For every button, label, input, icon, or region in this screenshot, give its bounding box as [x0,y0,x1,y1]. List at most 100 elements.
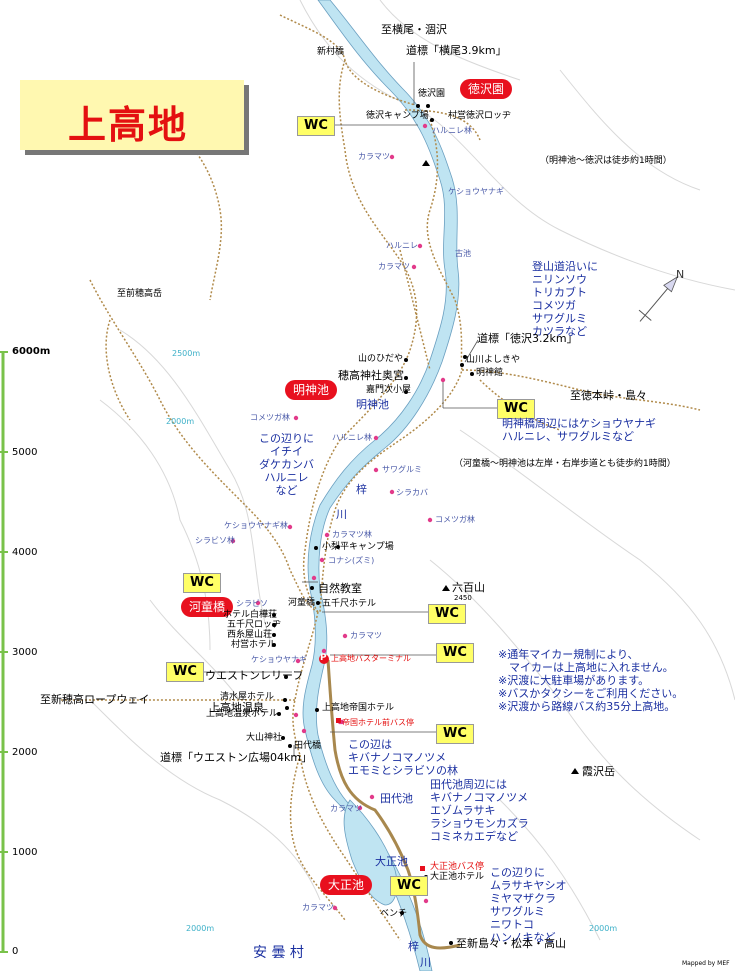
wc-badge: WC [166,662,204,682]
label-kappabashi: 河童橋 [288,598,316,608]
contour-label: 2000m [186,924,215,933]
pill-taisho: 大正池 [320,875,373,895]
label-tashiro-ike: 田代池 [380,792,413,805]
contour-label: 2000m [589,924,618,933]
label-weston-relief: ウエストンレリーフ [205,669,304,682]
label-kometsuga-rin: コメツガ林 [250,413,290,422]
label-yamanohidaya: 山のひだや [358,354,404,364]
wc-badge: WC [436,643,474,663]
label-karamatsu: カラマツ [378,262,410,271]
bus-stop-icons [336,718,425,871]
mapped-by-credit: Mapped by MEF [682,960,730,967]
label-shimizuya-hotel: 清水屋ホテル [220,692,275,702]
label-murakami-lodge: 村営徳沢ロッヂ [448,111,512,121]
flora-dots [230,123,446,911]
label-bench: ベンチ [380,909,408,919]
note-bus-info: ※通年マイカー規制により、 マイカーは上高地に入れません。※沢渡に大駐車場があり… [498,648,684,713]
scale-label: 0 [12,946,19,957]
label-teikoku-bus-stop: 帝国ホテル前バス停 [342,718,414,727]
label-shinhotaka-ropeway: 至新穂高ロープウェイ [40,693,150,706]
river-label: 川 [420,956,431,969]
label-time-kappa-myojin: （河童橋～明神池は左岸・右岸歩道とも徒歩約1時間） [454,459,676,469]
label-shirabiso: シラビソ [236,599,268,608]
pill-kappabashi: 河童橋 [181,597,234,617]
label-harunire-rin: ハルニレ林 [332,433,372,442]
scale-label: 4000 [12,547,38,558]
note-myojinbashi: 明神橋周辺にはケショウヤナギハルニレ、サワグルミなど [502,417,656,443]
wc-badge: WC [436,724,474,744]
note-tashiro-flora: 田代池周辺にはキバナノコマノツメエゾムラサキラショウモンカズラコミネカエデなど [430,778,529,843]
label-keshouyanagi: ケショウヤナギ [448,187,504,196]
note-konohen: この辺りにイチイダケカンバハルニレなど [259,432,314,497]
wc-badge: WC [497,399,535,419]
contour-label: 2500m [172,349,201,358]
label-tokusawaen: 徳沢園 [418,89,446,99]
label-kometsuga-rin: コメツガ林 [435,515,475,524]
label-gosenjaku-lodge: 五千尺ロッヂ [227,620,282,630]
title-box: 上高地 [20,80,244,150]
label-taisho-bus-stop: 大正池バス停 [430,862,485,872]
label-myojin-ike: 明神池 [356,398,389,411]
label-azumi-mura: 安 曇 村 [253,945,304,961]
pill-tokusawa: 徳沢園 [460,79,513,99]
river-label: 川 [336,508,347,521]
compass-icon [638,276,679,322]
label-sonei-hotel: 村営ホテル [231,640,277,650]
label-roppyakuzan: 六百山 [452,581,485,594]
trails [60,14,701,941]
pill-myojin: 明神池 [285,380,338,400]
note-konohen-kibana: この辺はキバナノコマノツメエモミとシラビソの林 [348,738,458,777]
peak-icons [422,160,579,774]
parking-icon [319,654,329,664]
label-sign-tokusawa: 道標「徳沢3.2km」 [477,332,578,345]
label-keshouyanagi-rin: ケショウヤナギ林 [224,521,288,530]
leader-lines [194,62,497,885]
label-hotel-shirakaba: ホテル白樺荘 [223,610,278,620]
label-sign-weston: 道標「ウエストン広場04km」 [160,751,313,764]
label-nishiitoya: 西糸屋山荘 [227,630,273,640]
scale-label: 6000m [12,346,51,357]
scale-label: 3000 [12,647,38,658]
note-taisho-flora: この辺りにムラサキヤシオミヤマザクラサワグルミニワトコハンノキなど [490,866,567,944]
label-tokusawa-camp: 徳沢キャンプ場 [366,111,429,121]
bus-road [326,659,461,950]
river-label: 梓 [408,940,419,953]
label-konashi-camp: 小梨平キャンプ場 [322,542,394,552]
page-title: 上高地 [68,103,189,147]
label-shirakaba: シラカバ [396,488,428,497]
label-tashirobashi: 田代橋 [294,741,322,751]
label-karamatsu: カラマツ [302,903,334,912]
label-roppyakuzan-height: 2450 [454,594,472,602]
scale-label: 1000 [12,847,38,858]
label-kamonji-goya: 嘉門次小屋 [366,385,412,395]
label-time-myojin-tokusawa: （明神池～徳沢は徒歩約1時間） [540,156,672,166]
label-harunire: ハルニレ [386,241,418,250]
label-harunire-rin: ハルニレ林 [432,126,472,135]
label-karamatsu-rin: カラマツ林 [332,530,372,539]
label-hotaka-jinja: 穂高神社奥宮 [338,369,404,382]
wc-badge: WC [428,604,466,624]
label-shirabiso-rin: シラビソ林 [195,536,235,545]
label-shizen-kyoshitsu: 自然教室 [318,582,362,595]
wc-badge: WC [297,116,335,136]
scale-ticks [0,351,8,953]
label-koike: 古池 [455,249,471,258]
scale-label: 2000 [12,747,38,758]
label-karamatsu: カラマツ [358,152,390,161]
label-sign-yokoo: 道標「横尾3.9km」 [406,44,507,57]
place-dots [272,104,474,945]
label-karamatsu: カラマツ [330,804,362,813]
label-gosenjaku-hotel: 五千尺ホテル [322,599,377,609]
label-keshouyanagi: ケショウヤナギ [251,655,307,664]
river-label: 梓 [356,483,367,496]
label-karamatsu: カラマツ [350,631,382,640]
label-kamikochi-onsen: 上高地温泉 [209,701,264,714]
label-taisho-ike: 大正池 [375,855,408,868]
label-bus-terminal: 上高地バスターミナル [331,654,411,663]
label-taisho-hotel: 大正池ホテル [430,872,485,882]
wc-badge: WC [183,573,221,593]
terrain-lines [89,0,735,941]
contour-label: 2000m [166,417,195,426]
label-maehotaka: 至前穂高岳 [117,289,163,299]
taisho-pond [343,799,398,906]
